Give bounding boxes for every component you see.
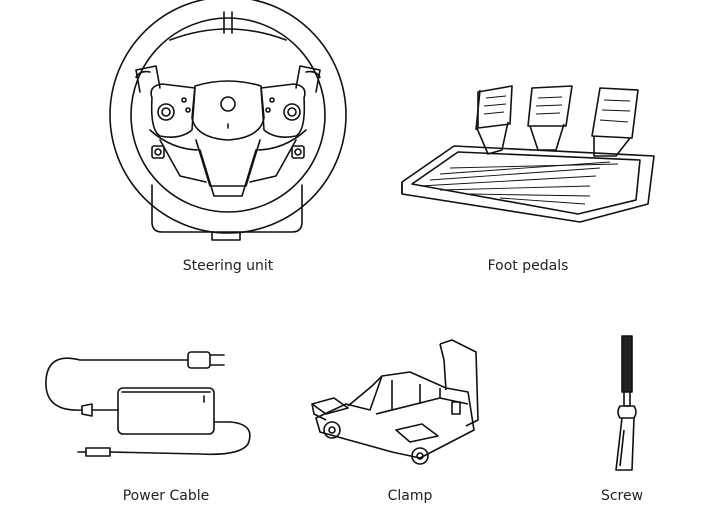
clamp-label: Clamp: [387, 488, 433, 504]
steering-unit-label: Steering unit: [182, 258, 274, 274]
power-cable-label: Power Cable: [122, 488, 210, 504]
foot-pedals-label: Foot pedals: [487, 258, 569, 274]
screw-label: Screw: [600, 488, 644, 504]
